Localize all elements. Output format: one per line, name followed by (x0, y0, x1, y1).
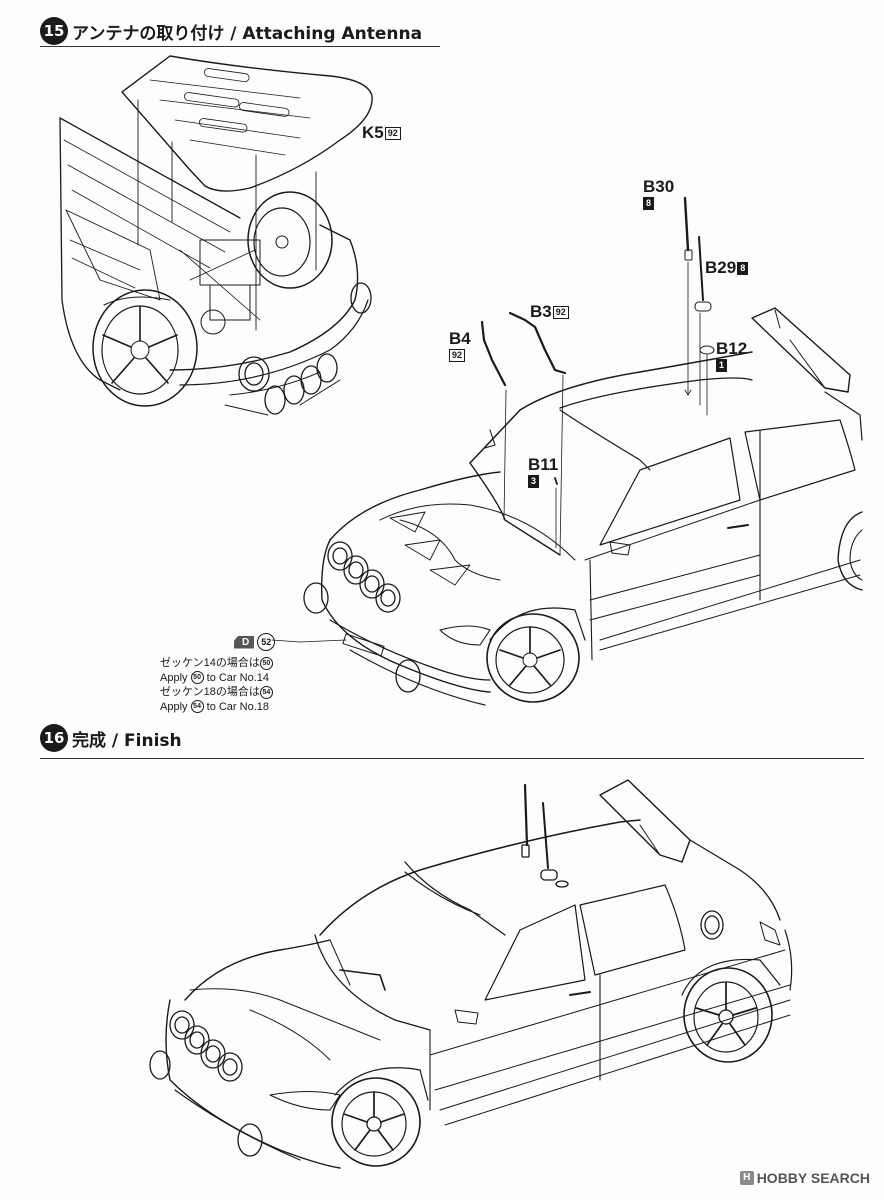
decal-note-4: Apply 54 to Car No.18 (160, 700, 269, 714)
hobby-search-watermark: H HOBBY SEARCH (739, 1170, 870, 1186)
part-b4-runner: 92 (449, 349, 466, 362)
step-15-number: 15 (40, 17, 68, 45)
part-k5-name: K5 (362, 123, 384, 142)
part-label-b30: B30 8 (643, 178, 674, 210)
step-16-rule (40, 758, 864, 759)
part-b29-name: B29 (705, 258, 737, 277)
part-b3-runner: 92 (552, 306, 569, 320)
car-body-step15 (303, 307, 863, 706)
decal-leader-line (271, 639, 347, 643)
hobby-search-logo-icon: H (739, 1171, 754, 1185)
decal-sheet-badge: D (234, 635, 255, 649)
step-16-header: 16 完成 / Finish (40, 724, 182, 752)
part-label-b11: B11 3 (528, 456, 558, 488)
part-b30-name: B30 (643, 177, 675, 196)
antenna-parts (480, 196, 715, 556)
step-16-number: 16 (40, 724, 68, 752)
part-b29-runner: 8 (737, 262, 749, 276)
part-k5-runner: 92 (384, 127, 401, 141)
step-16-title: 完成 / Finish (72, 730, 182, 751)
step-15-rule (40, 46, 440, 47)
part-b12-runner: 1 (716, 359, 728, 372)
decal-number-circle: 52 (257, 633, 276, 651)
part-b3-name: B3 (530, 302, 552, 321)
car-body-step16 (149, 779, 793, 1169)
part-label-b4: B4 92 (449, 330, 471, 362)
part-b11-runner: 3 (528, 475, 540, 488)
watermark-text: HOBBY SEARCH (756, 1170, 870, 1186)
part-label-b12: B12 1 (716, 340, 747, 372)
part-b4-name: B4 (449, 329, 471, 348)
step-15-title: アンテナの取り付け / Attaching Antenna (72, 23, 423, 44)
part-b12-name: B12 (716, 339, 748, 358)
part-b30-runner: 8 (643, 197, 655, 210)
decal-tag: D 52 (234, 633, 276, 651)
rear-engine-view (59, 55, 373, 416)
decal-note-2: Apply 50 to Car No.14 (160, 671, 269, 685)
part-b11-name: B11 (528, 455, 559, 474)
step-15-header: 15 アンテナの取り付け / Attaching Antenna (40, 17, 422, 45)
